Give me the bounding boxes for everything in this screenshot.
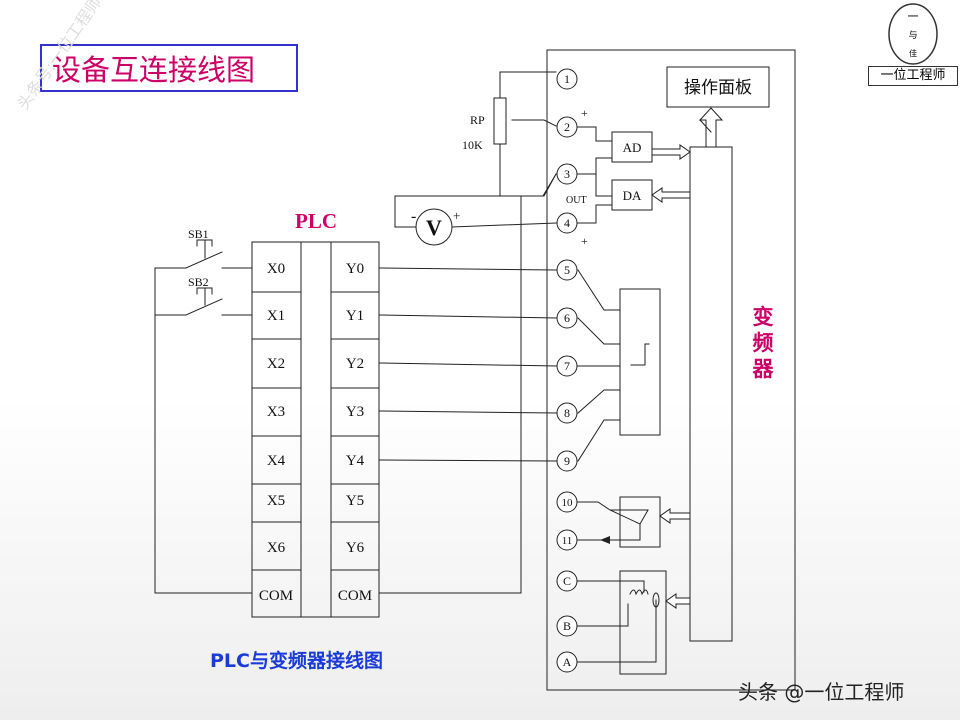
operator-panel-label: 操作面板 [684,78,752,98]
plc-input-3: X3 [267,404,285,420]
potentiometer-value: 10K [462,138,483,152]
watermark: 头条 @一位工程师 [738,680,905,704]
da-box [611,179,653,211]
inverter-label-char-1: 变 [753,305,774,329]
plc-input-6: X6 [267,540,286,556]
terminal-B: B [556,615,578,637]
terminal-4: 4 [556,212,578,234]
terminal-A: A [556,651,578,673]
terminal-label: 8 [564,406,570,420]
terminal-label: B [563,619,571,633]
terminal-label: 6 [564,311,570,325]
plus-label-2: + [581,106,588,120]
terminal-1: 1 [556,68,578,90]
terminal-label: 5 [564,263,570,277]
plc-input-5: X5 [267,493,285,509]
wire-y0 [378,267,557,271]
plc-input-1: X1 [267,308,285,324]
logo-emblem: 一 与 佳 [888,3,938,65]
voltmeter-minus: - [411,208,416,225]
logo-glyph-1: 一 [908,10,919,23]
terminal-label: A [563,655,572,669]
terminal-8: 8 [556,402,578,424]
terminal-9: 9 [556,450,578,472]
plc-input-2: X2 [267,356,285,372]
plc-block [251,241,380,618]
logo-glyph-2: 与 [908,30,917,41]
voltmeter-symbol: V [426,215,442,240]
plc-label: PLC [295,209,337,233]
terminal-6: 6 [556,307,578,329]
terminal-label: 2 [564,120,570,134]
plus-label-4: + [581,234,588,248]
inverter-label-char-2: 频 [753,331,774,355]
ad-box [611,131,653,163]
plc-input-4: X4 [267,453,286,469]
logo-glyph-3: 佳 [909,48,917,58]
operator-panel-box [666,66,770,108]
wire-y1 [378,314,557,319]
arrow-bus-to-relay [659,508,691,524]
input-block [619,288,661,436]
wire-y3 [378,410,557,414]
terminal-label: 7 [564,359,570,373]
terminal-5: 5 [556,259,578,281]
terminal-label: 1 [564,72,570,86]
arrow-bus-panel [698,107,724,148]
arrow-bus-to-da [651,187,691,203]
arrow-bus-to-contact [665,593,691,609]
plc-output-5: Y5 [346,493,364,509]
plc-output-2: Y2 [346,356,364,372]
potentiometer-name: RP [470,113,485,127]
potentiometer [493,97,507,145]
voltmeter-plus: + [453,208,460,223]
terminal-label: C [563,574,571,588]
inverter-enclosure [546,49,796,691]
arrow-ad-to-bus [651,144,691,160]
inverter-label-char-3: 器 [752,357,775,381]
relay-output-block [619,496,661,548]
out-label: OUT [566,195,587,206]
ad-label: AD [623,140,642,155]
plc-output-3: Y3 [346,404,364,420]
plc-input-0: X0 [267,261,285,277]
plc-output-6: Y6 [346,540,365,556]
plc-output-1: Y1 [346,308,364,324]
terminal-11: 11 [556,529,578,551]
terminal-label: 9 [564,454,570,468]
terminal-7: 7 [556,355,578,377]
terminal-10: 10 [556,491,578,513]
switch-label-sb1: SB1 [188,227,209,241]
da-label: DA [623,188,642,203]
inverter-bus [689,146,733,642]
terminal-label: 10 [562,497,574,509]
terminal-label: 4 [564,216,570,230]
terminal-label: 3 [564,167,570,181]
wire-y2 [378,362,557,367]
switch-label-sb2: SB2 [188,275,209,289]
diagram-title: 设备互连接线图 [40,44,298,92]
wire-y4 [378,459,557,462]
plc-output-4: Y4 [346,453,365,469]
relay-contact-block [619,570,667,675]
terminal-2: 2 [556,116,578,138]
plc-output-0: Y0 [346,261,364,277]
plc-input-7: COM [259,588,293,604]
terminal-3: 3 [556,163,578,185]
plc-output-7: COM [338,588,372,604]
logo: 一 与 佳 一位工程师 [868,2,958,86]
terminal-C: C [556,570,578,592]
diagram-caption: PLC与变频器接线图 [210,650,383,672]
terminal-label: 11 [562,535,573,547]
logo-text: 一位工程师 [868,66,958,86]
